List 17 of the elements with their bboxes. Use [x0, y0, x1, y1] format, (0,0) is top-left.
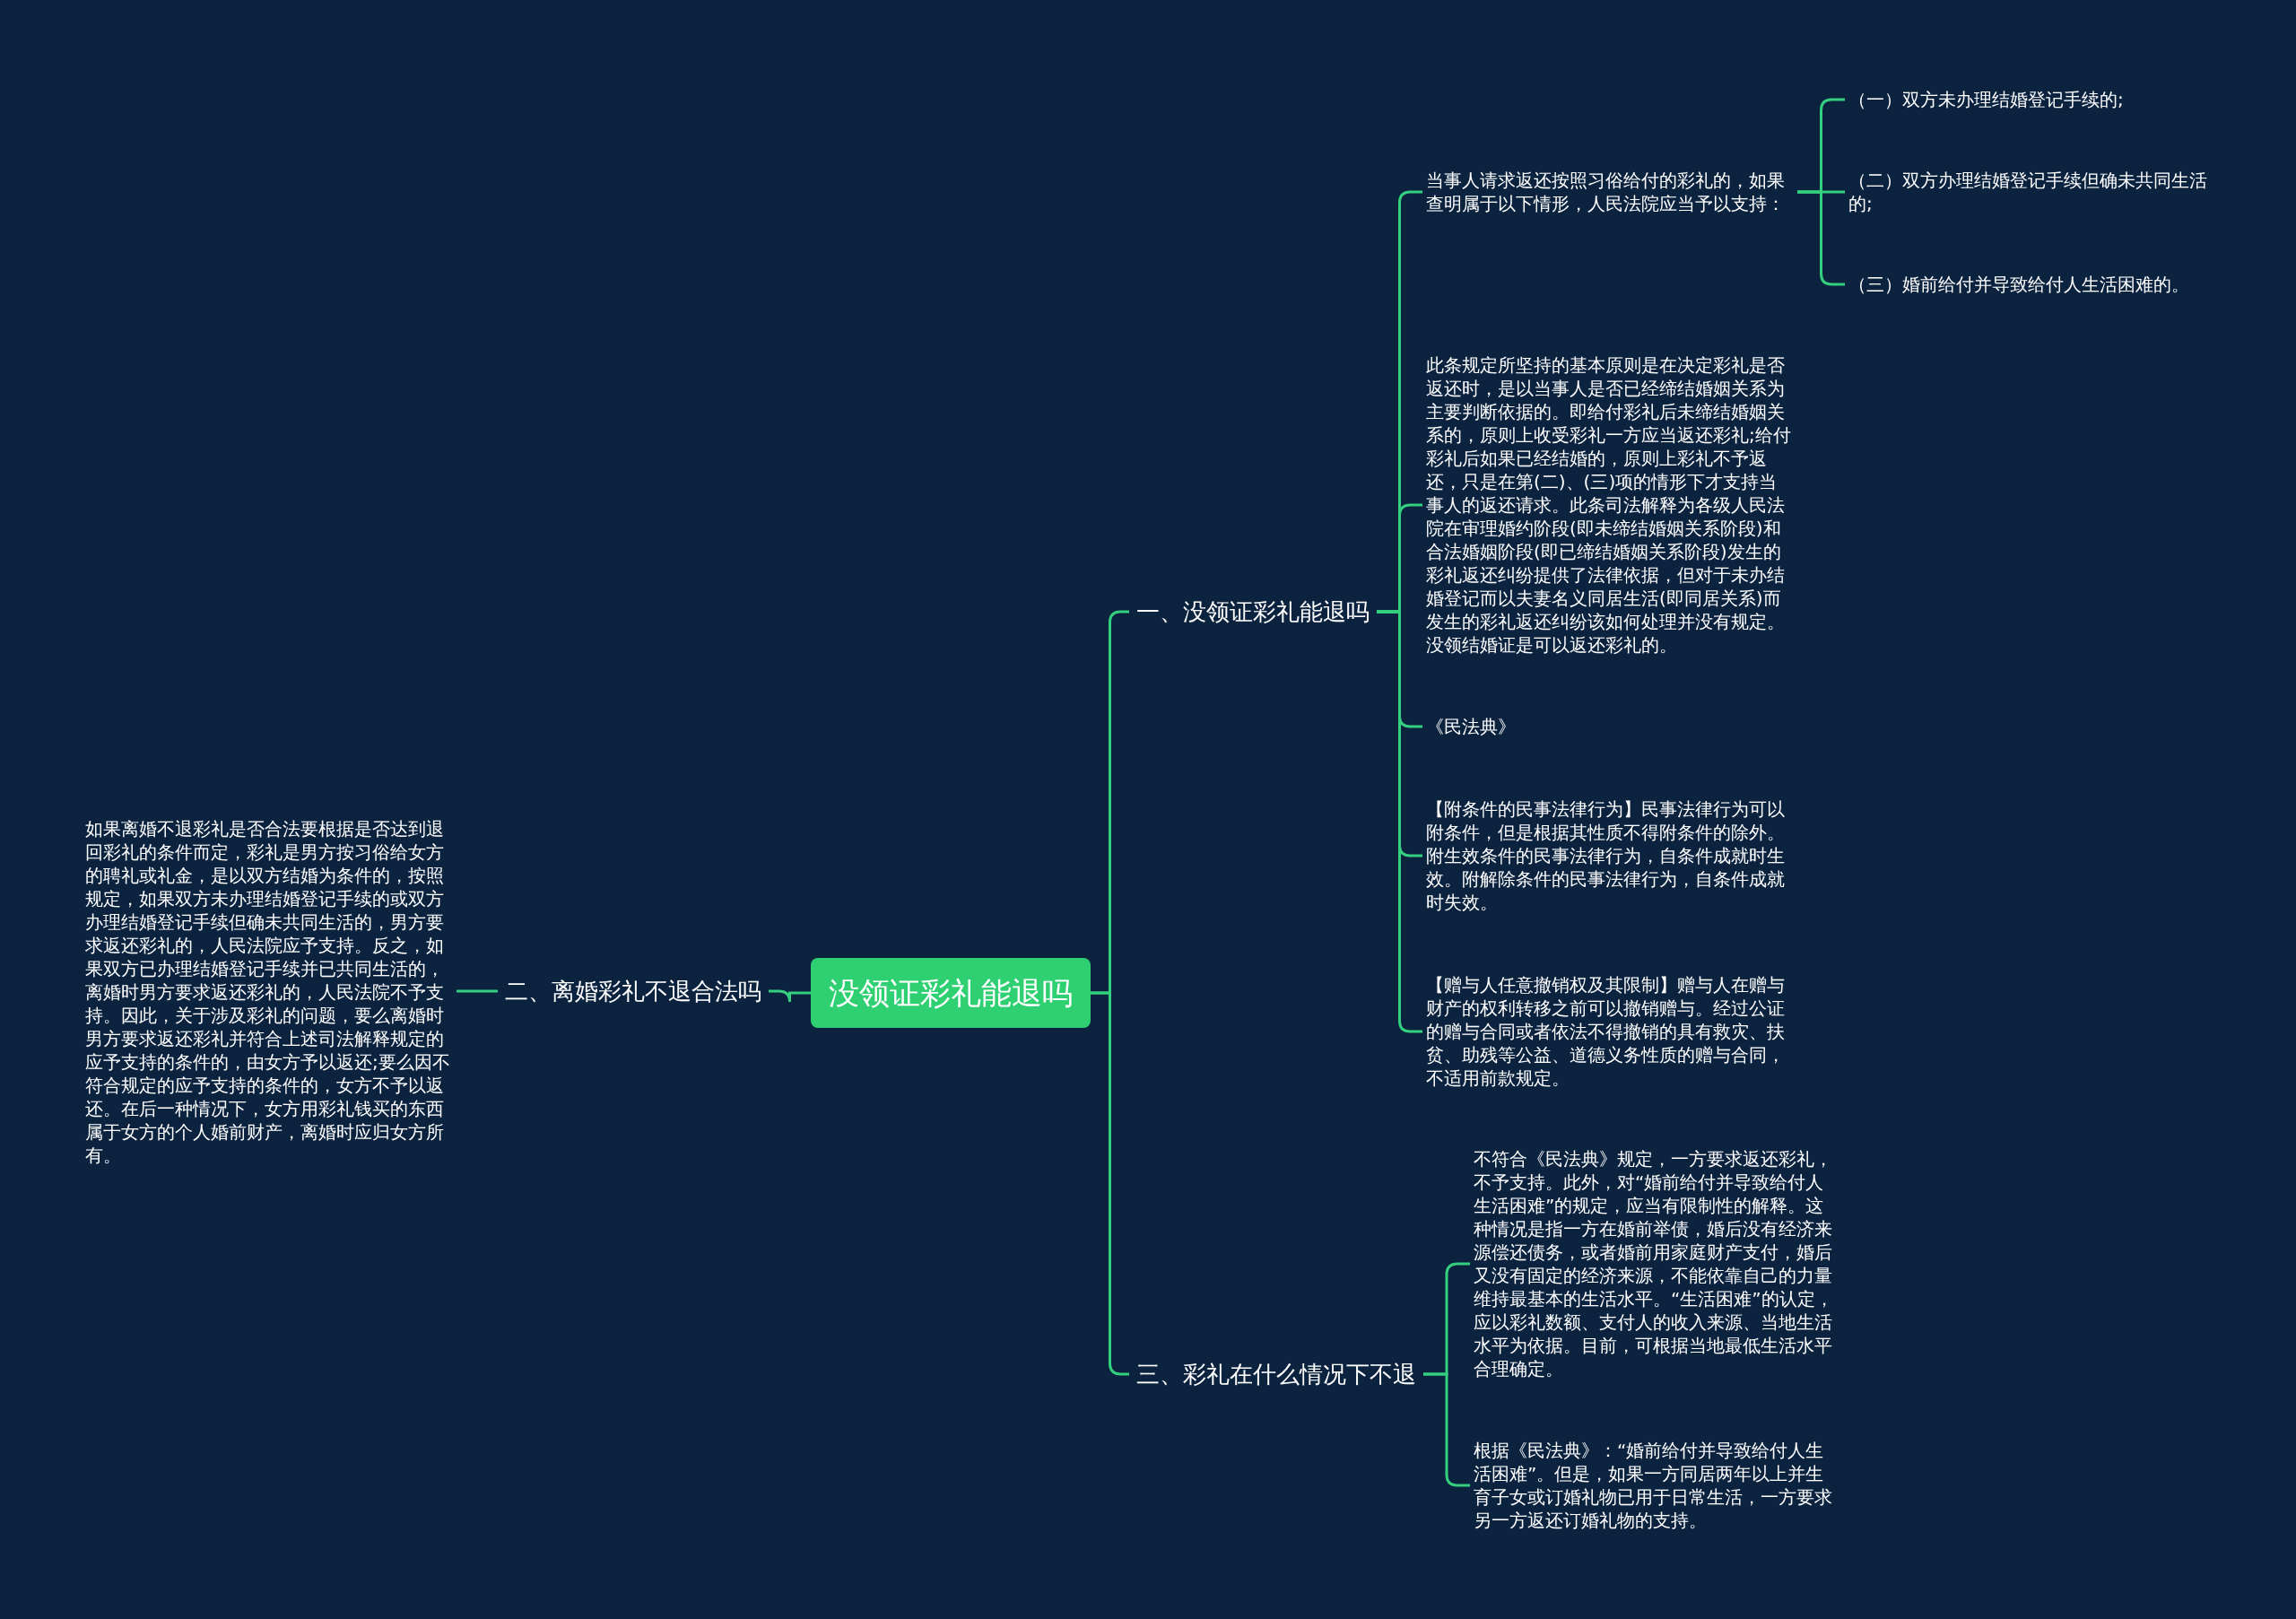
leaf-topic: 此条规定所坚持的基本原则是在决定彩礼是否返还时，是以当事人是否已经缔结婚姻关系为主要判断依据的。即给付彩礼后未缔结婚姻关系的，原则上收受彩礼一方应当返还彩礼;给付彩礼后如果已经结婚的，原则上彩礼不予返还，只是在第(二)、(三)项的情形下才支持当事人的返还请求。此条司法解释为各级人民法院在审理婚约阶段(即未缔结婚姻关系阶段)和合法婚姻阶段(即已缔结婚姻关系阶段)发生的彩礼返还纠纷提供了法律依据，但对于未办结婚登记而以夫妻名义同居生活(即同居关系)而发生的彩礼返还纠纷该如何处理并没有规定。没领结婚证是可以返还彩礼的。: [1422, 352, 1797, 658]
leaf-topic: 当事人请求返还按照习俗给付的彩礼的，如果查明属于以下情形，人民法院应当予以支持：: [1422, 167, 1797, 217]
leaf-topic: （一）双方未办理结婚登记手续的;: [1845, 86, 2127, 113]
leaf-topic: 【附条件的民事法律行为】民事法律行为可以附条件，但是根据其性质不得附条件的除外。附生效条件的民事法律行为，自条件成就时生效。附解除条件的民事法律行为，自条件成就时失效。: [1422, 796, 1797, 916]
connector-line: [769, 989, 811, 1004]
leaf-topic: 根据《民法典》：“婚前给付并导致给付人生活困难”。但是，如果一方同居两年以上并生育子女或订婚礼物已用于日常生活，一方要求另一方返还订婚礼物的支持。: [1470, 1437, 1845, 1534]
leaf-topic: 如果离婚不退彩礼是否合法要根据是否达到退回彩礼的条件而定，彩礼是男方按习俗给女方的聘礼或礼金，是以双方结婚为条件的，按照规定，如果双方未办理结婚登记手续的或双方办理结婚登记手续但确未共同生活的，男方要求返还彩礼的，人民法院应予支持。反之，如果双方已办理结婚登记手续并已共同生活的，离婚时男方要求返还彩礼的，人民法院不予支持。因此，关于涉及彩礼的问题，要么离婚时男方要求返还彩礼并符合上述司法解释规定的应予支持的条件的，由女方予以返还;要么因不符合规定的应予支持的条件的，女方不予以返还。在后一种情况下，女方用彩礼钱买的东西属于女方的个人婚前财产，离婚时应归女方所有。: [82, 815, 457, 1169]
connector-line: [457, 989, 498, 993]
root-topic-box: 没领证彩礼能退吗: [811, 958, 1091, 1028]
branch-topic: 二、离婚彩礼不退合法吗: [498, 972, 769, 1010]
branch-topic: 三、彩礼在什么情况下不退: [1129, 1355, 1423, 1393]
leaf-topic: 不符合《民法典》规定，一方要求返还彩礼，不予支持。此外，对“婚前给付并导致给付人生活困难”的规定，应当有限制性的解释。这种情况是指一方在婚前举债，婚后没有经济来源偿还债务，或者婚前用家庭财产支付，婚后又没有固定的经济来源，不能依靠自己的力量维持最基本的生活水平。“生活困难”的认定，应以彩礼数额、支付人的收入来源、当地生活水平为依据。目前，可根据当地最低生活水平合理确定。: [1470, 1145, 1845, 1382]
leaf-topic: （三）婚前给付并导致给付人生活困难的。: [1845, 271, 2193, 298]
leaf-topic: 《民法典》: [1422, 713, 1519, 740]
leaf-topic: 【赠与人任意撤销权及其限制】赠与人在赠与财产的权利转移之前可以撤销赠与。经过公证的赠与合同或者依法不得撤销的具有救灾、扶贫、助残等公益、道德义务性质的赠与合同，不适用前款规定。: [1422, 971, 1797, 1092]
branch-topic: 一、没领证彩礼能退吗: [1129, 593, 1377, 631]
leaf-topic: （二）双方办理结婚登记手续但确未共同生活的;: [1845, 167, 2231, 217]
